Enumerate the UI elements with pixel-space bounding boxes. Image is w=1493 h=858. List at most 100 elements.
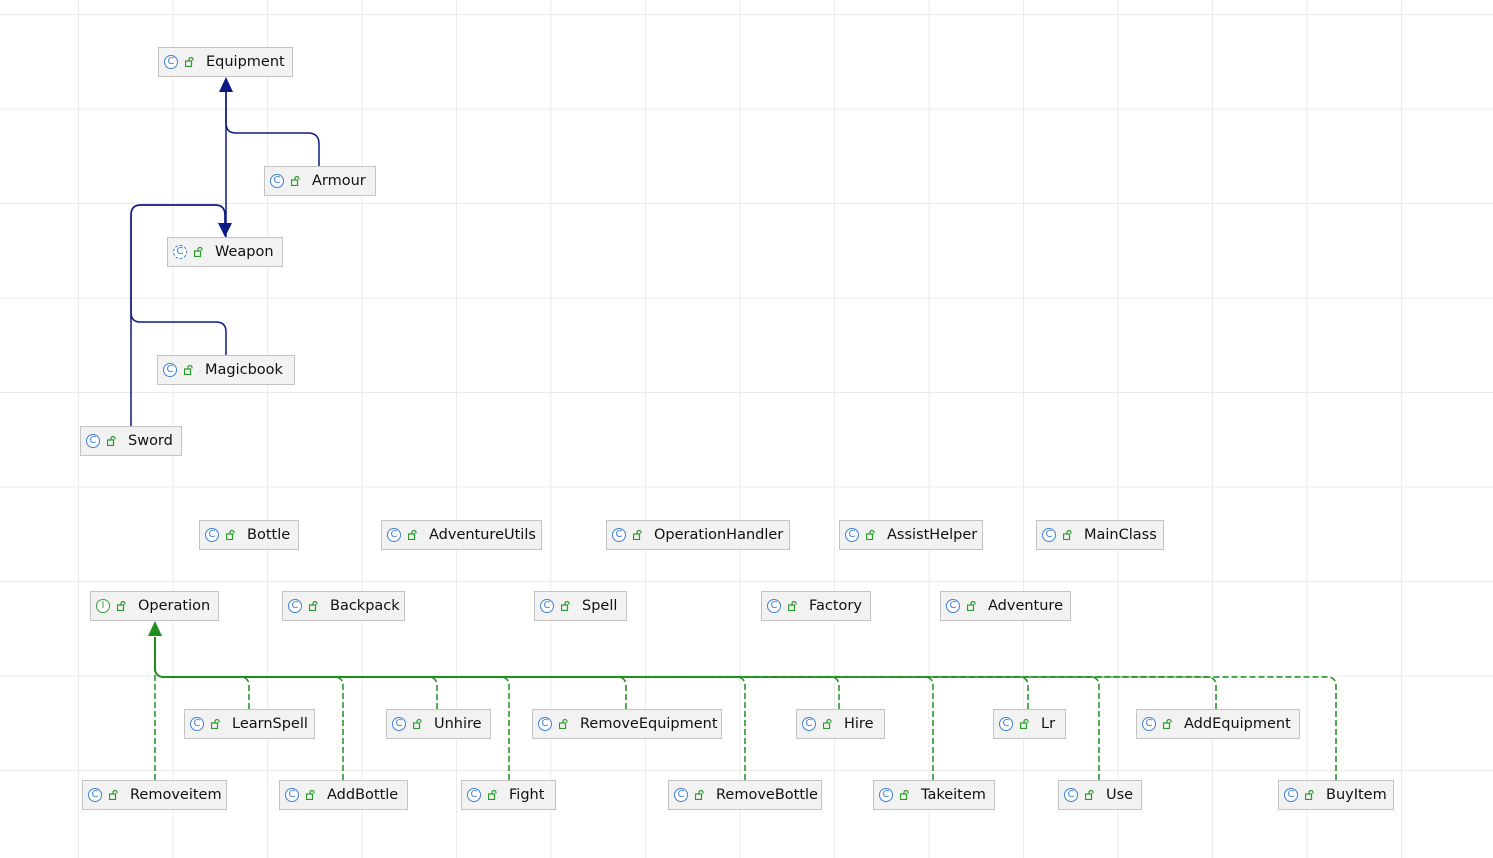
edge-addequipment-to-operation[interactable] bbox=[154, 637, 1217, 709]
class-icon: C bbox=[190, 717, 204, 731]
class-name-label: Magicbook bbox=[205, 362, 283, 378]
class-name-label: Hire bbox=[844, 716, 874, 732]
class-name-label: Use bbox=[1106, 787, 1134, 803]
class-icon: C bbox=[999, 717, 1013, 731]
public-visibility-icon bbox=[1304, 789, 1316, 801]
class-icon: C bbox=[1284, 788, 1298, 802]
public-visibility-icon bbox=[305, 789, 317, 801]
public-visibility-icon bbox=[308, 600, 320, 612]
public-visibility-icon bbox=[412, 718, 424, 730]
class-name-label: Bottle bbox=[247, 527, 291, 543]
public-visibility-icon bbox=[210, 718, 222, 730]
class-node-hire[interactable]: C Hire bbox=[796, 709, 885, 739]
class-name-label: Removeitem bbox=[130, 787, 222, 803]
class-node-armour[interactable]: C Armour bbox=[264, 166, 376, 196]
edge-unhire-to-operation[interactable] bbox=[154, 637, 438, 709]
class-icon: C bbox=[674, 788, 688, 802]
edge-sword-to-weapon[interactable] bbox=[130, 204, 226, 426]
public-visibility-icon bbox=[183, 364, 195, 376]
class-icon: C bbox=[767, 599, 781, 613]
class-icon: C bbox=[802, 717, 816, 731]
class-node-sword[interactable]: C Sword bbox=[80, 426, 182, 456]
public-visibility-icon bbox=[822, 718, 834, 730]
class-icon: C bbox=[288, 599, 302, 613]
class-name-label: Armour bbox=[312, 173, 366, 189]
class-node-backpack[interactable]: C Backpack bbox=[282, 591, 405, 621]
class-name-label: MainClass bbox=[1084, 527, 1157, 543]
edge-buyitem-to-operation[interactable] bbox=[154, 637, 1337, 780]
public-visibility-icon bbox=[108, 789, 120, 801]
public-visibility-icon bbox=[193, 246, 205, 258]
class-name-label: Unhire bbox=[434, 716, 482, 732]
class-icon: C bbox=[946, 599, 960, 613]
public-visibility-icon bbox=[966, 600, 978, 612]
class-node-operation[interactable]: I Operation bbox=[90, 591, 219, 621]
class-name-label: Weapon bbox=[215, 244, 274, 260]
class-name-label: AssistHelper bbox=[887, 527, 978, 543]
class-icon: C bbox=[392, 717, 406, 731]
edge-magicbook-to-weapon[interactable] bbox=[130, 204, 227, 355]
class-node-magicbook[interactable]: C Magicbook bbox=[157, 355, 295, 385]
class-icon: C bbox=[164, 55, 178, 69]
class-icon: C bbox=[387, 528, 401, 542]
class-node-bottle[interactable]: C Bottle bbox=[199, 520, 299, 550]
class-node-adventureutils[interactable]: C AdventureUtils bbox=[381, 520, 542, 550]
edge-learnspell-to-operation[interactable] bbox=[154, 637, 250, 709]
class-node-unhire[interactable]: C Unhire bbox=[386, 709, 491, 739]
public-visibility-icon bbox=[632, 529, 644, 541]
class-node-addbottle[interactable]: C AddBottle bbox=[279, 780, 408, 810]
class-icon: C bbox=[879, 788, 893, 802]
public-visibility-icon bbox=[560, 600, 572, 612]
class-name-label: RemoveBottle bbox=[716, 787, 818, 803]
class-name-label: Backpack bbox=[330, 598, 400, 614]
edge-lr-to-operation[interactable] bbox=[154, 637, 1029, 709]
class-icon: C bbox=[205, 528, 219, 542]
class-name-label: AdventureUtils bbox=[429, 527, 536, 543]
class-name-label: Operation bbox=[138, 598, 211, 614]
interface-icon: I bbox=[96, 599, 110, 613]
class-icon: C bbox=[163, 363, 177, 377]
equipment-arrowhead bbox=[219, 77, 233, 92]
public-visibility-icon bbox=[407, 529, 419, 541]
edge-hire-to-operation[interactable] bbox=[154, 637, 840, 709]
class-icon: C bbox=[612, 528, 626, 542]
public-visibility-icon bbox=[694, 789, 706, 801]
public-visibility-icon bbox=[116, 600, 128, 612]
class-name-label: Sword bbox=[128, 433, 173, 449]
operation-arrowhead bbox=[148, 621, 162, 636]
edge-removeequipment-to-operation[interactable] bbox=[154, 637, 627, 709]
class-name-label: RemoveEquipment bbox=[580, 716, 718, 732]
class-name-label: AddBottle bbox=[327, 787, 399, 803]
class-node-removebottle[interactable]: C RemoveBottle bbox=[668, 780, 822, 810]
class-icon: C bbox=[285, 788, 299, 802]
class-icon: C bbox=[86, 434, 100, 448]
class-icon: C bbox=[270, 174, 284, 188]
public-visibility-icon bbox=[290, 175, 302, 187]
public-visibility-icon bbox=[558, 718, 570, 730]
class-name-label: OperationHandler bbox=[654, 527, 784, 543]
public-visibility-icon bbox=[1019, 718, 1031, 730]
public-visibility-icon bbox=[487, 789, 499, 801]
class-node-operationhandler[interactable]: C OperationHandler bbox=[606, 520, 790, 550]
public-visibility-icon bbox=[225, 529, 237, 541]
edge-armour-to-equipment[interactable] bbox=[225, 92, 320, 166]
class-name-label: BuyItem bbox=[1326, 787, 1387, 803]
class-node-buyitem[interactable]: C BuyItem bbox=[1278, 780, 1394, 810]
public-visibility-icon bbox=[106, 435, 118, 447]
